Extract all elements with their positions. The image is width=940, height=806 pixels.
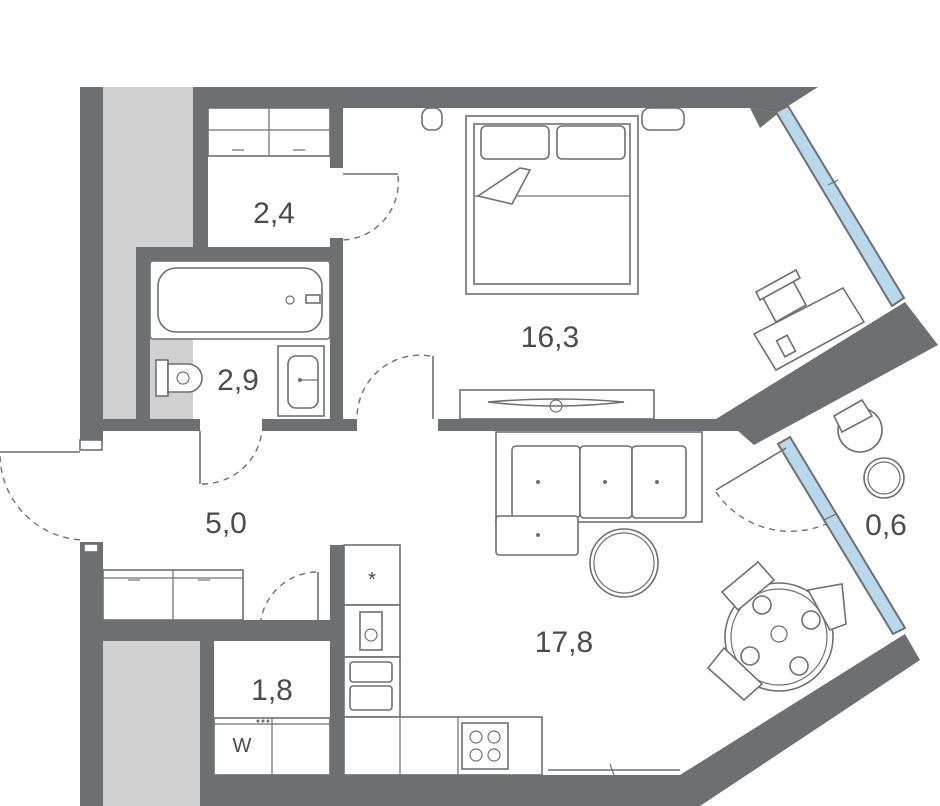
double-bed [421,107,685,295]
washer-symbol: W [233,735,252,757]
wall-laundry-door-jamb [320,620,333,634]
balcony-area-label: 0,6 [865,509,907,542]
wall-top [193,87,818,112]
kitchen-units: * [343,544,680,776]
wall-bedroom-living [438,302,938,445]
living-kitchen-area-label: 17,8 [535,626,593,659]
wall-bath-bottom-left [80,419,200,431]
bathroom-area-label: 2,9 [217,364,259,397]
door-entrance-frame [83,543,99,553]
window-bedroom [774,104,906,308]
window-divider [823,513,837,521]
kitchen-counter [343,716,543,776]
wall-bottom [200,634,920,806]
toilet [155,359,203,397]
door-swing-balcony [715,491,827,533]
desk-and-chair [752,268,866,372]
coffee-table [589,528,659,598]
laundry-units: W [213,717,331,776]
laundry-area-label: 1,8 [251,674,293,707]
wall-laundry-top [103,620,333,641]
bathroom-sink [277,345,325,417]
wall-bath-top [136,247,343,261]
bedroom-area-label: 16,3 [521,321,579,354]
door-entrance-frame [79,439,103,451]
hallway-area-label: 5,0 [205,507,247,540]
window-living [776,435,907,636]
wall-storage-left [193,87,208,247]
dining-set [706,560,847,702]
ventilation-shaft-lower [103,641,200,806]
wall-kitchen-left [330,545,344,806]
window-divider [827,179,839,186]
tv-console [459,389,655,420]
storage-area-label: 2,4 [253,197,295,230]
hall-wardrobe [102,569,244,621]
balcony-furniture [832,398,905,499]
wall-left-lower [80,542,103,806]
cooktop [461,722,509,770]
door-swing-bathroom [201,430,263,485]
wall-left-upper [80,87,103,441]
wall-storage-right [330,108,343,168]
wall-laundry-left [200,620,214,806]
wall-bath-bottom-right [262,419,357,431]
doors [0,173,827,631]
storage-shelves [207,107,331,157]
door-balcony [715,447,787,491]
fridge [343,544,401,606]
fridge-symbol: * [368,569,376,591]
wall-bath-left [136,247,150,419]
door-swing-storage [342,175,400,241]
door-swing-entrance [0,455,86,541]
walls [80,87,938,806]
door-swing-laundry [259,571,317,631]
door-swing-bedroom [356,354,431,420]
wall-bath-right [330,238,343,419]
sofa [495,431,703,556]
bathtub [149,260,331,340]
